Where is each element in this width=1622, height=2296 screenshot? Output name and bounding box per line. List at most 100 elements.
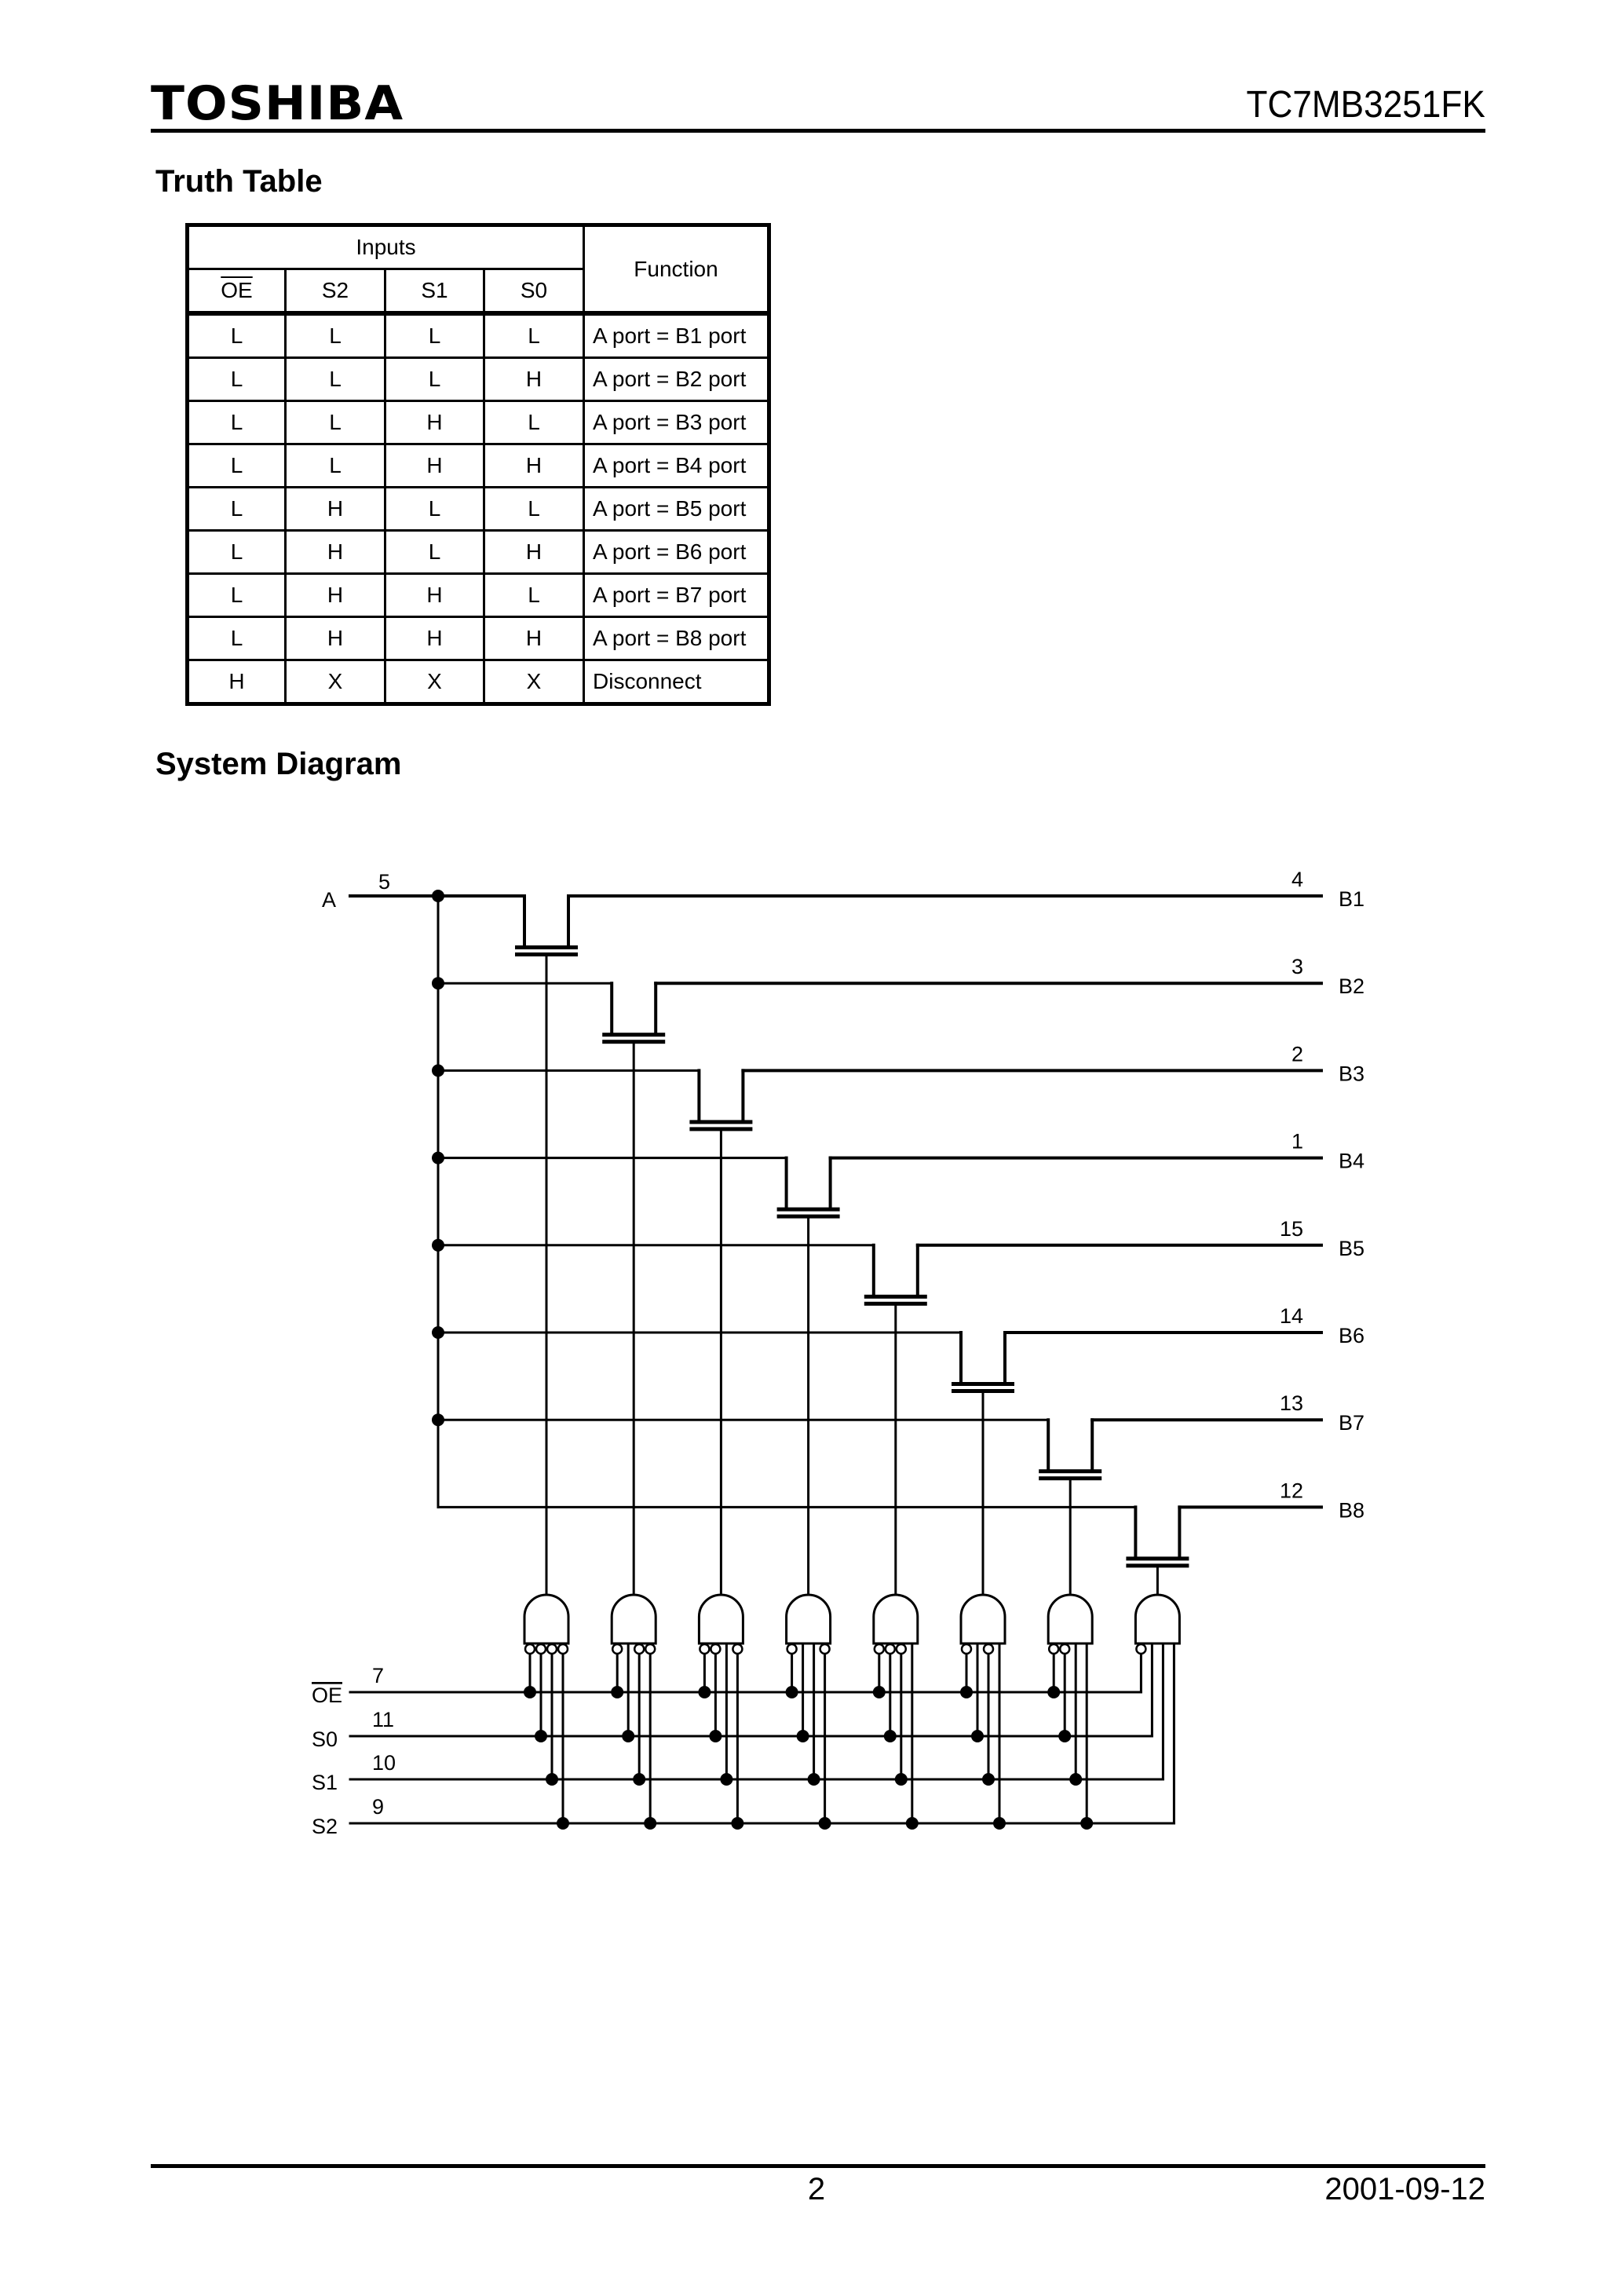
inversion-bubble-icon: [524, 1643, 536, 1655]
inversion-bubble-icon: [611, 1643, 623, 1655]
oe-label: OE: [221, 278, 253, 302]
control-junction-dot: [633, 1773, 646, 1786]
transistor-gate-plate: [1039, 1476, 1102, 1481]
cell-s1: H: [384, 572, 485, 618]
cell-s2: H: [284, 616, 386, 661]
cell-s2: L: [284, 312, 386, 359]
transistor-gate-plate: [602, 1040, 666, 1044]
inversion-bubble-icon: [732, 1643, 743, 1655]
cell-oe: L: [186, 400, 287, 445]
truth-table-header-row: Inputs Function: [186, 224, 770, 316]
control-pin-number: 9: [372, 1795, 384, 1819]
transistor-gate-plate: [952, 1389, 1014, 1393]
inversion-bubble-icon: [1047, 1643, 1060, 1655]
part-number: TC7MB3251FK: [1246, 84, 1485, 126]
cell-s0: L: [483, 486, 585, 532]
header-rule: [151, 129, 1485, 133]
cell-s0: X: [483, 659, 585, 705]
cell-function: A port = B2 port: [583, 356, 770, 402]
function-header: Function: [583, 224, 770, 316]
output-port-label: B2: [1339, 974, 1364, 998]
cell-s1: X: [384, 659, 485, 705]
cell-s0: H: [483, 616, 585, 661]
control-junction-dot: [1058, 1730, 1072, 1742]
inversion-bubble-icon: [546, 1643, 558, 1655]
cell-s1: H: [384, 443, 485, 488]
transistor-channel: [689, 1120, 753, 1124]
control-junction-dot: [698, 1686, 711, 1698]
inversion-bubble-icon: [982, 1643, 995, 1655]
footer-rule: [151, 2164, 1485, 2168]
output-pin-number: 12: [1280, 1479, 1303, 1502]
control-junction-dot: [796, 1730, 809, 1742]
column-header-s0: S0: [483, 268, 585, 316]
control-junction-dot: [611, 1686, 624, 1698]
control-junction-dot: [785, 1686, 798, 1698]
control-label-s0: S0: [312, 1727, 338, 1751]
cell-function: A port = B1 port: [583, 312, 770, 359]
control-junction-dot: [1047, 1686, 1061, 1698]
transistor-channel: [952, 1382, 1014, 1386]
and-gate-icon: [959, 1593, 1006, 1645]
control-junction-dot: [905, 1817, 919, 1830]
cell-oe: H: [186, 659, 287, 705]
control-junction-dot: [872, 1686, 886, 1698]
system-diagram-heading: System Diagram: [155, 747, 402, 781]
control-label-s1: S1: [312, 1771, 338, 1794]
bus-junction-dot: [432, 890, 444, 902]
cell-oe: L: [186, 572, 287, 618]
cell-s1: L: [384, 356, 485, 402]
output-pin-number: 14: [1280, 1304, 1303, 1328]
inversion-bubble-icon: [699, 1643, 711, 1655]
inversion-bubble-icon: [1058, 1643, 1071, 1655]
output-port-label: B5: [1339, 1237, 1364, 1260]
control-junction-dot: [557, 1817, 569, 1830]
revision-date: 2001-09-12: [1324, 2172, 1485, 2206]
cell-oe: L: [186, 486, 287, 532]
transistor-channel: [515, 945, 578, 949]
transistor-channel: [776, 1207, 840, 1212]
cell-oe: L: [186, 443, 287, 488]
cell-s1: L: [384, 529, 485, 575]
control-junction-dot: [622, 1730, 635, 1742]
control-junction-dot: [883, 1730, 897, 1742]
control-junction-dot: [982, 1773, 995, 1786]
output-port-label: B8: [1339, 1498, 1364, 1522]
cell-function: A port = B8 port: [583, 616, 770, 661]
control-junction-dot: [524, 1686, 536, 1698]
cell-s0: L: [483, 400, 585, 445]
output-port-label: B4: [1339, 1150, 1364, 1173]
output-port-label: B6: [1339, 1324, 1364, 1347]
control-pin-number: 11: [372, 1708, 394, 1731]
bus-junction-dot: [432, 1151, 444, 1164]
control-pin-number: 7: [372, 1664, 384, 1687]
cell-s1: H: [384, 400, 485, 445]
control-label-s2: S2: [312, 1815, 338, 1838]
cell-function: A port = B6 port: [583, 529, 770, 575]
control-junction-dot: [546, 1773, 558, 1786]
inversion-bubble-icon: [895, 1643, 908, 1655]
and-gate-icon: [1047, 1593, 1094, 1645]
output-pin-number: 13: [1280, 1391, 1303, 1415]
inputs-group-header: Inputs: [186, 224, 585, 270]
inversion-bubble-icon: [633, 1643, 645, 1655]
output-port-label: B1: [1339, 887, 1364, 911]
toshiba-logo: TOSHIBA: [151, 76, 404, 131]
and-gate-icon: [610, 1593, 657, 1645]
output-pin-number: 2: [1291, 1042, 1303, 1066]
transistor-channel: [1039, 1469, 1102, 1474]
control-junction-dot: [1069, 1773, 1083, 1786]
control-junction-dot: [720, 1773, 733, 1786]
cell-oe: L: [186, 529, 287, 575]
output-pin-number: 15: [1280, 1217, 1303, 1241]
and-gate-icon: [523, 1593, 570, 1645]
page-number: 2: [807, 2172, 826, 2206]
bus-junction-dot: [432, 1238, 444, 1252]
